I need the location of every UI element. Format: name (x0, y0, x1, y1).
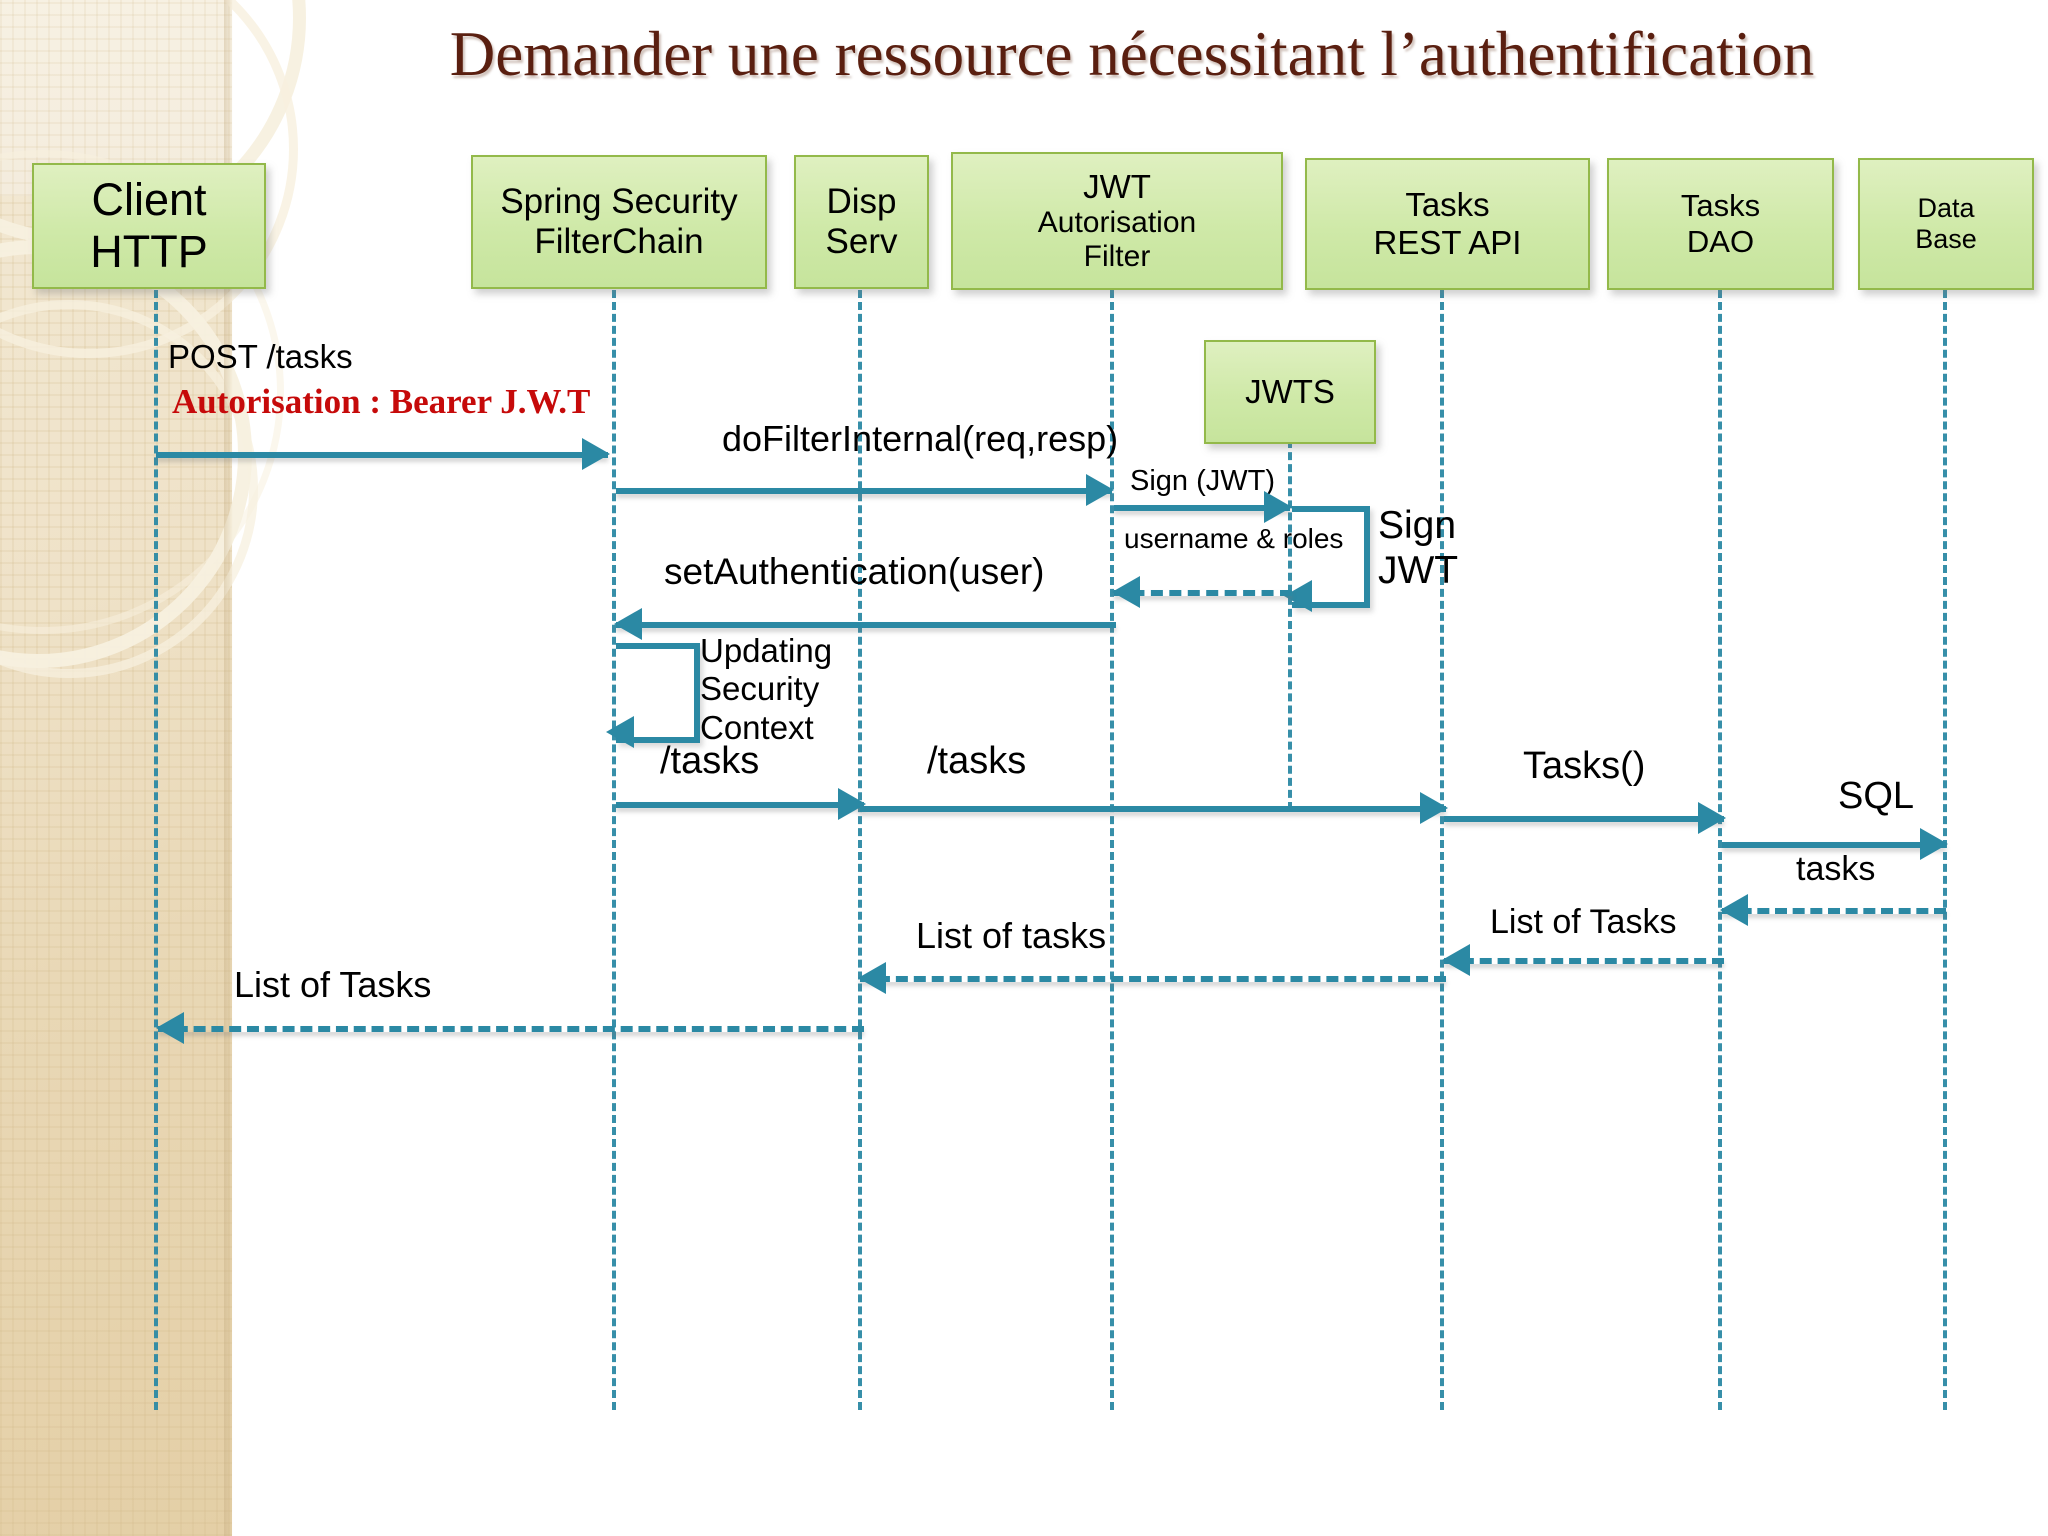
message-label-post-tasks: POST /tasks (168, 338, 353, 375)
arrowhead-right (1264, 491, 1292, 523)
arrow-line (860, 976, 1446, 982)
message-label-tasks-result: tasks (1796, 850, 1876, 888)
participant-tasksapi-line2: REST API (1373, 224, 1522, 261)
arrowhead-left (156, 1012, 184, 1044)
participant-filterchain-line1: Spring Security (500, 182, 738, 221)
participant-client-line2: HTTP (90, 226, 208, 277)
arrow-line (1114, 590, 1292, 596)
participant-jwts[interactable]: JWTS (1204, 340, 1376, 444)
participant-dispserv-line2: Serv (825, 222, 898, 261)
message-label-tasks-call: Tasks() (1523, 745, 1646, 787)
lifeline-tasksdao (1718, 290, 1722, 1410)
message-label-sign-jwt-call: Sign (JWT) (1130, 465, 1275, 497)
participant-disp-serv[interactable]: Disp Serv (794, 155, 929, 289)
selfcall-loop-sign-jwt (1292, 506, 1370, 608)
lifeline-tasksapi (1440, 290, 1444, 1410)
message-label-sign-jwt-self: Sign JWT (1378, 503, 1528, 593)
message-label-setauthentication: setAuthentication(user) (664, 551, 1045, 592)
arrow-line (1722, 908, 1946, 914)
selfcall-arrowhead-updating-security-context (606, 716, 634, 748)
participant-jwt-autorisation-filter[interactable]: JWT Autorisation Filter (951, 152, 1283, 290)
sign-jwt-text: Sign JWT (1378, 504, 1459, 593)
arrowhead-right (838, 788, 866, 820)
arrow-line (860, 806, 1446, 812)
message-label-dofilterinternal: doFilterInternal(req,resp) (722, 418, 1119, 459)
message-label-list-of-tasks-api: List of tasks (916, 915, 1107, 956)
lifeline-client (154, 290, 158, 1410)
arrow-line (616, 488, 1112, 494)
arrow-line (158, 1026, 864, 1032)
arrow-line (616, 802, 864, 808)
selfcall-loop-updating-security-context (616, 643, 700, 743)
arrow-line (1444, 816, 1724, 822)
participant-jwts-line1: JWTS (1245, 373, 1335, 410)
message-label-username-roles: username & roles (1124, 523, 1344, 554)
participant-dispserv-line1: Disp (826, 182, 897, 221)
participant-tasksdao-line2: DAO (1686, 224, 1755, 259)
lifeline-jwtfilter (1110, 290, 1114, 1410)
participant-tasks-dao[interactable]: Tasks DAO (1607, 158, 1834, 290)
arrowhead-left (1112, 576, 1140, 608)
participant-client[interactable]: Client HTTP (32, 163, 266, 289)
arrowhead-left (1442, 944, 1470, 976)
arrow-line (156, 452, 608, 458)
participant-database-line1: Data (1917, 193, 1975, 223)
lifeline-jwts (1288, 440, 1292, 810)
message-label-tasks-filterchain: /tasks (660, 740, 760, 782)
arrow-line (1722, 842, 1946, 848)
arrowhead-right (1420, 792, 1448, 824)
arrow-line (1444, 958, 1724, 964)
lifeline-dispserv (858, 290, 862, 1410)
arrowhead-right (582, 438, 610, 470)
message-label-list-of-tasks-client: List of Tasks (234, 964, 432, 1005)
selfcall-arrowhead-sign-jwt (1284, 580, 1312, 612)
message-label-tasks-dispserv: /tasks (927, 740, 1027, 782)
arrowhead-right (1920, 828, 1948, 860)
participant-tasksapi-line1: Tasks (1405, 186, 1490, 223)
participant-jwtfilter-line1: JWT (1083, 168, 1151, 205)
participant-tasks-rest-api[interactable]: Tasks REST API (1305, 158, 1590, 290)
arrowhead-right (1698, 802, 1726, 834)
band-edge-shadow (224, 0, 233, 1536)
message-label-updating-security-context: Updating Security Context (700, 632, 870, 747)
participant-data-base[interactable]: Data Base (1858, 158, 2034, 290)
participant-spring-security-filterchain[interactable]: Spring Security FilterChain (471, 155, 767, 289)
participant-tasksdao-line1: Tasks (1680, 188, 1761, 223)
arrow-line (1114, 505, 1290, 511)
lifeline-filterchain (612, 290, 616, 1410)
updating-security-context-text: Updating Security Context (700, 632, 833, 746)
arrowhead-left (1720, 894, 1748, 926)
participant-filterchain-line2: FilterChain (534, 222, 704, 261)
participant-jwtfilter-line3: Filter (1083, 240, 1151, 273)
message-label-list-of-tasks-dao: List of Tasks (1490, 903, 1677, 941)
participant-database-line2: Base (1915, 224, 1977, 254)
arrow-line (616, 622, 1116, 628)
arrowhead-left (614, 608, 642, 640)
arrowhead-left (858, 962, 886, 994)
message-label-authorization-bearer: Autorisation : Bearer J.W.T (172, 382, 591, 421)
participant-jwtfilter-line2: Autorisation (1037, 206, 1197, 239)
message-label-sql: SQL (1838, 775, 1915, 817)
page-title: Demander une ressource nécessitant l’aut… (449, 19, 1815, 89)
arrowhead-right (1086, 474, 1114, 506)
participant-client-line1: Client (91, 174, 207, 225)
